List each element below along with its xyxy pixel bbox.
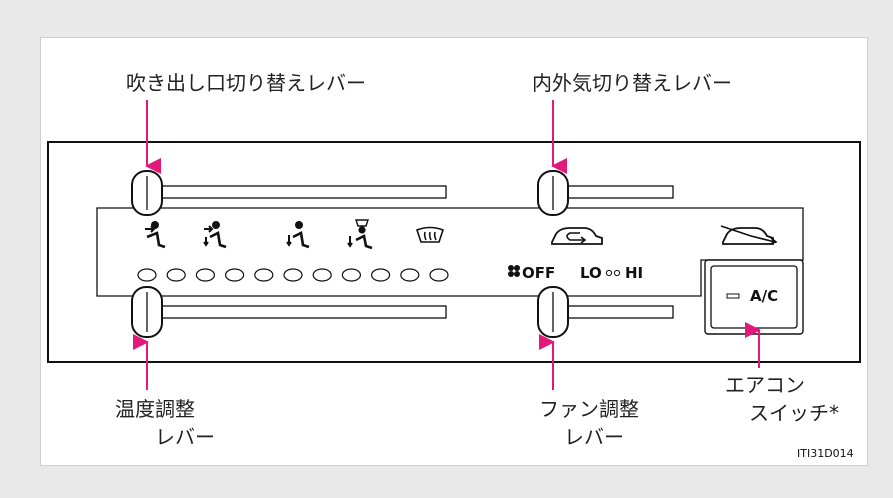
fan-speed-dot <box>605 269 613 277</box>
fan-off-label: OFF <box>522 264 555 282</box>
ac-switch-label-line1: エアコン <box>725 373 805 397</box>
fan-lever-knob[interactable] <box>537 286 569 338</box>
ac-switch-label: A/C <box>750 287 778 305</box>
air-intake-lever-label: 内外気切り替えレバー <box>532 71 732 95</box>
temperature-dot <box>254 268 274 282</box>
ac-switch-label-line2: スイッチ* <box>749 401 839 425</box>
fan-icon <box>508 265 520 277</box>
temperature-dot <box>371 268 391 282</box>
fresh-air-icon <box>720 225 778 245</box>
temperature-dot <box>166 268 186 282</box>
temperature-dot <box>400 268 420 282</box>
ac-switch[interactable]: A/C <box>704 259 804 335</box>
defrost-icon <box>415 226 445 243</box>
foot-vent-icon <box>286 221 310 249</box>
fan-lever-label-line1: ファン調整 <box>539 397 639 421</box>
temperature-dot <box>283 268 303 282</box>
temperature-scale-dots <box>137 268 449 282</box>
mode-lever-knob[interactable] <box>131 170 163 216</box>
temperature-dot <box>341 268 361 282</box>
temperature-dot <box>225 268 245 282</box>
recirculate-air-icon <box>551 227 603 245</box>
fan-lever-label-line2: レバー <box>564 425 624 449</box>
temperature-dot <box>429 268 449 282</box>
fan-lever-track[interactable] <box>566 305 674 319</box>
control-panel-border <box>47 141 861 363</box>
mode-lever-label: 吹き出し口切り替えレバー <box>126 71 366 95</box>
ac-indicator-light <box>726 293 740 299</box>
mode-lever-track[interactable] <box>160 185 447 199</box>
temperature-lever-knob[interactable] <box>131 286 163 338</box>
temperature-dot <box>195 268 215 282</box>
temperature-lever-label-line1: 温度調整 <box>115 397 195 421</box>
air-intake-lever-track[interactable] <box>566 185 674 199</box>
diagram-frame: OFF LO HI A/C 吹き出し口切り替えレバー 内外気切り替えレバー 温度… <box>40 37 868 466</box>
temperature-lever-track[interactable] <box>160 305 447 319</box>
control-panel-diagram: OFF LO HI A/C 吹き出し口切り替えレバー 内外気切り替えレバー 温度… <box>47 71 861 460</box>
figure-code: ITI31D014 <box>797 447 854 460</box>
temperature-dot <box>312 268 332 282</box>
temperature-dot <box>137 268 157 282</box>
air-intake-lever-knob[interactable] <box>537 170 569 216</box>
fan-lo-label: LO <box>580 264 602 282</box>
temperature-lever-label-line2: レバー <box>155 425 215 449</box>
face-vent-icon <box>145 221 166 249</box>
foot-defrost-vent-icon <box>347 219 373 250</box>
bilevel-vent-icon <box>203 221 227 249</box>
fan-hi-label: HI <box>625 264 643 282</box>
fan-speed-dot <box>613 269 621 277</box>
inner-plate-outline <box>96 207 804 297</box>
